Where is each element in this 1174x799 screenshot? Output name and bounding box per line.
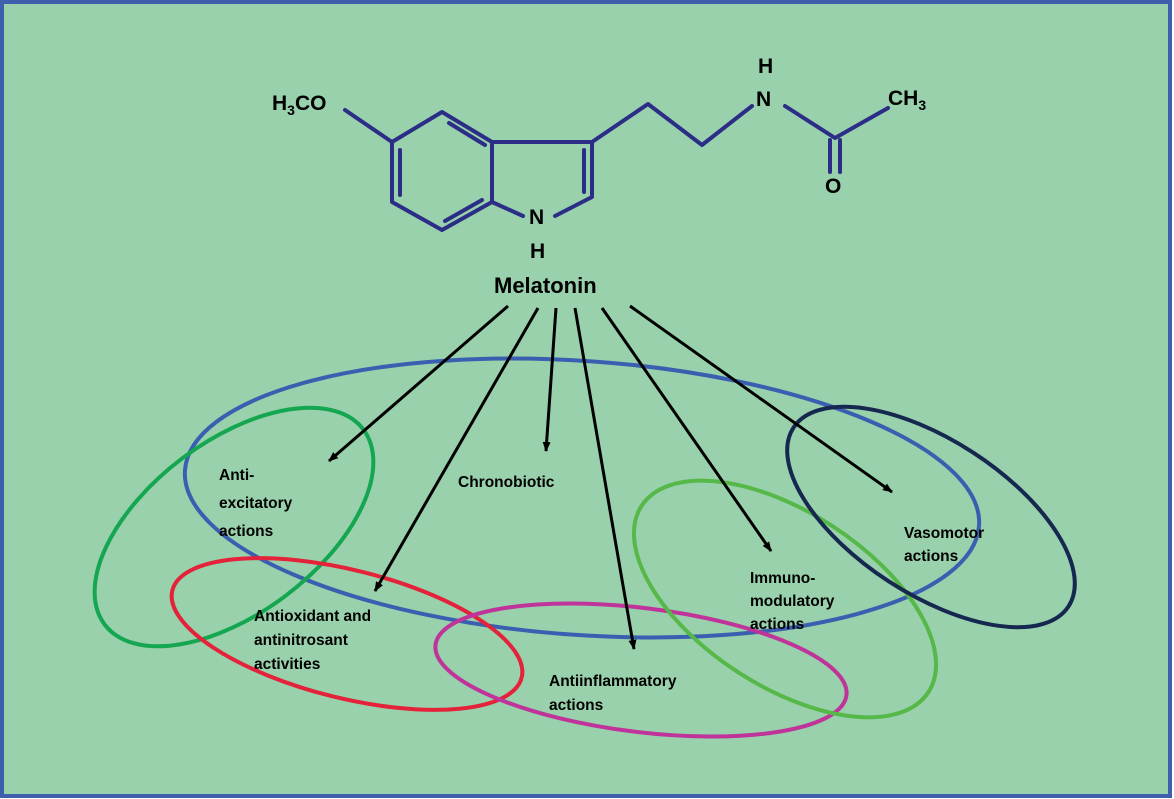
arrow-chronobiotic [542, 307, 558, 452]
vasomotor-ellipse [785, 404, 1077, 630]
arrow-immunomodulatory [600, 307, 773, 552]
arrow-anti-excitatory [328, 304, 509, 463]
melatonin-structure [343, 102, 890, 232]
chronobiotic-label: Chronobiotic [458, 474, 555, 491]
immunomodulatory-label: Immuno- modulatory actions [750, 570, 839, 633]
methoxy-bond [343, 108, 394, 144]
anti-excitatory-label: Anti- excitatory actions [219, 467, 297, 540]
immunomodulatory-ellipse [631, 478, 939, 720]
arrow-antiinflammatory [573, 307, 637, 650]
ring-h-label: H [530, 240, 545, 263]
antioxidant-label: Antioxidant and antinitrosant activities [254, 608, 375, 673]
ring-n-label: N [529, 206, 544, 229]
amide-chain [783, 104, 890, 140]
amide-n-label: N [756, 88, 771, 111]
benzene-inner-bond-3 [443, 198, 484, 223]
ethylamine-chain [590, 102, 754, 147]
pyrrole-ring [490, 140, 594, 218]
antiinflammatory-ellipse [433, 601, 849, 739]
amide-h-label: H [758, 55, 773, 78]
central-ellipse [182, 356, 982, 640]
methyl-label: CH3 [888, 87, 926, 113]
vasomotor-label: Vasomotor actions [904, 525, 988, 565]
carbonyl-o-label: O [825, 175, 841, 198]
benzene-inner-bond-1 [447, 121, 487, 147]
arrow-antioxidant [373, 307, 540, 592]
antiinflammatory-label: Antiinflammatory actions [549, 673, 681, 714]
molecule-name: Melatonin [494, 273, 597, 298]
arrow-vasomotor [629, 304, 893, 494]
antioxidant-ellipse [169, 556, 525, 712]
methoxy-label: H3CO [272, 92, 326, 118]
